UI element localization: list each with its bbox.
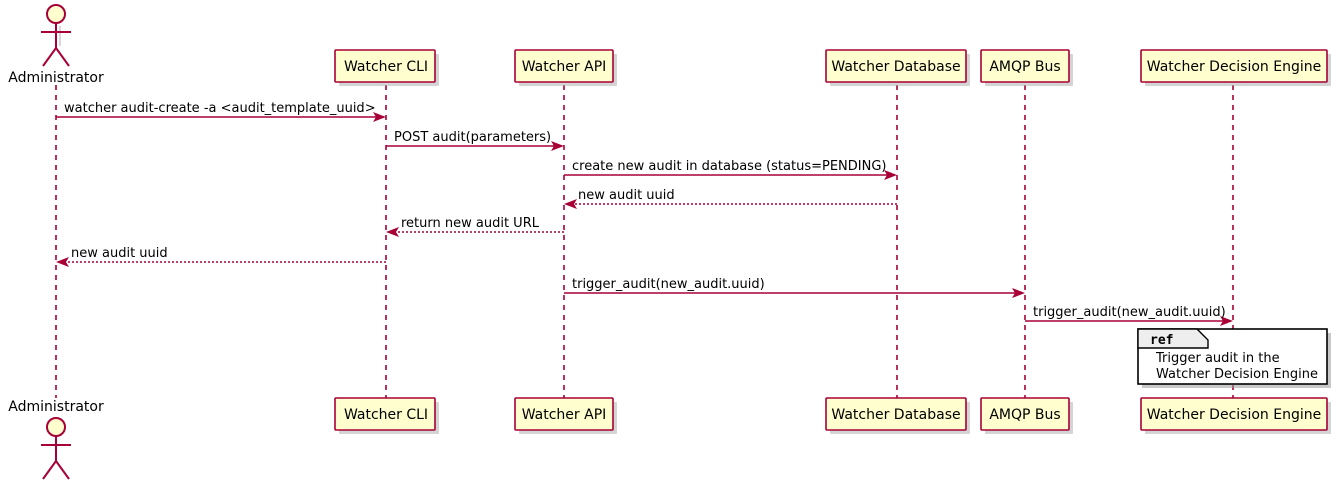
actor-right-leg xyxy=(55,47,70,67)
participant-watcher-decision-engine-top[interactable]: Watcher Decision Engine xyxy=(1140,49,1331,86)
participant-label: AMQP Bus xyxy=(989,59,1060,75)
participant-box xyxy=(334,397,436,431)
ref-body-line-1: Trigger audit in the xyxy=(1155,351,1280,366)
message-4-new-audit-uuid: new audit uuid xyxy=(564,188,897,209)
participant-label: Watcher API xyxy=(522,59,607,75)
message-7-trigger-audit: trigger_audit(new_audit.uuid) xyxy=(564,277,1025,298)
participant-label: Watcher Decision Engine xyxy=(1147,407,1321,423)
message-label: trigger_audit(new_audit.uuid) xyxy=(1033,305,1226,320)
actor-right-leg-bottom xyxy=(55,460,70,480)
participant-watcher-decision-engine-bottom[interactable]: Watcher Decision Engine xyxy=(1140,397,1331,434)
lifelines-group xyxy=(55,85,1234,398)
participant-box xyxy=(514,397,614,431)
participant-box xyxy=(334,49,436,83)
participant-box xyxy=(980,397,1070,431)
message-label: trigger_audit(new_audit.uuid) xyxy=(572,277,765,292)
message-5-return-new-audit-url: return new audit URL xyxy=(386,216,564,237)
participant-label: AMQP Bus xyxy=(989,407,1060,423)
actor-label-top: Administrator xyxy=(8,70,104,86)
arrow-head-left xyxy=(386,227,399,237)
ref-fragment[interactable]: ref Trigger audit in the Watcher Decisio… xyxy=(1137,328,1331,388)
participant-box xyxy=(825,49,967,83)
arrow-head-right xyxy=(1220,316,1233,326)
arrow-head-left xyxy=(564,199,577,209)
message-label: return new audit URL xyxy=(401,216,540,231)
participant-box xyxy=(825,397,967,431)
ref-keyword-label: ref xyxy=(1150,333,1173,348)
arrow-head-right xyxy=(884,170,897,180)
arrow-head-right xyxy=(551,141,564,151)
actor-label-bottom: Administrator xyxy=(8,399,104,415)
arrow-head-left xyxy=(56,257,69,267)
message-label: POST audit(parameters) xyxy=(394,130,551,145)
participant-watcher-database-top[interactable]: Watcher Database xyxy=(825,49,970,86)
participant-box xyxy=(1140,397,1328,431)
actor-left-leg-bottom xyxy=(42,460,57,480)
message-label: new audit uuid xyxy=(578,188,675,203)
actor-left-leg xyxy=(42,47,57,67)
ref-body-line-2: Watcher Decision Engine xyxy=(1156,367,1318,382)
participant-label: Watcher Decision Engine xyxy=(1147,59,1321,75)
participant-label: Watcher CLI xyxy=(344,59,428,75)
participant-box xyxy=(1140,49,1328,83)
participant-watcher-cli-top[interactable]: Watcher CLI xyxy=(334,49,439,86)
actor-head-icon xyxy=(46,4,66,24)
participant-label: Watcher API xyxy=(522,407,607,423)
participant-label: Watcher CLI xyxy=(344,407,428,423)
actor-head-icon-bottom xyxy=(46,417,66,437)
actor-administrator-bottom[interactable]: Administrator xyxy=(8,399,104,480)
message-3-create-new-audit: create new audit in database (status=PEN… xyxy=(564,159,897,180)
participant-watcher-cli-bottom[interactable]: Watcher CLI xyxy=(334,397,439,434)
participant-label: Watcher Database xyxy=(831,59,960,75)
participant-box xyxy=(514,49,614,83)
message-8-trigger-audit: trigger_audit(new_audit.uuid) xyxy=(1025,305,1233,326)
participant-watcher-api-top[interactable]: Watcher API xyxy=(514,49,617,86)
arrow-head-right xyxy=(1012,288,1025,298)
ref-keyword-tab xyxy=(1137,328,1209,349)
participant-watcher-database-bottom[interactable]: Watcher Database xyxy=(825,397,970,434)
arrow-head-right xyxy=(373,112,386,122)
participant-watcher-api-bottom[interactable]: Watcher API xyxy=(514,397,617,434)
participant-box xyxy=(980,49,1070,83)
participant-amqp-bus-bottom[interactable]: AMQP Bus xyxy=(980,397,1073,434)
message-1-watcher-audit-create: watcher audit-create -a <audit_template_… xyxy=(56,101,386,122)
message-2-post-audit: POST audit(parameters) xyxy=(386,130,564,151)
actor-administrator-top[interactable]: Administrator xyxy=(8,4,104,86)
message-label: create new audit in database (status=PEN… xyxy=(572,159,887,174)
message-label: watcher audit-create -a <audit_template_… xyxy=(64,101,376,116)
message-6-new-audit-uuid: new audit uuid xyxy=(56,246,386,267)
participant-amqp-bus-top[interactable]: AMQP Bus xyxy=(980,49,1073,86)
participant-label: Watcher Database xyxy=(831,407,960,423)
message-label: new audit uuid xyxy=(71,246,168,261)
